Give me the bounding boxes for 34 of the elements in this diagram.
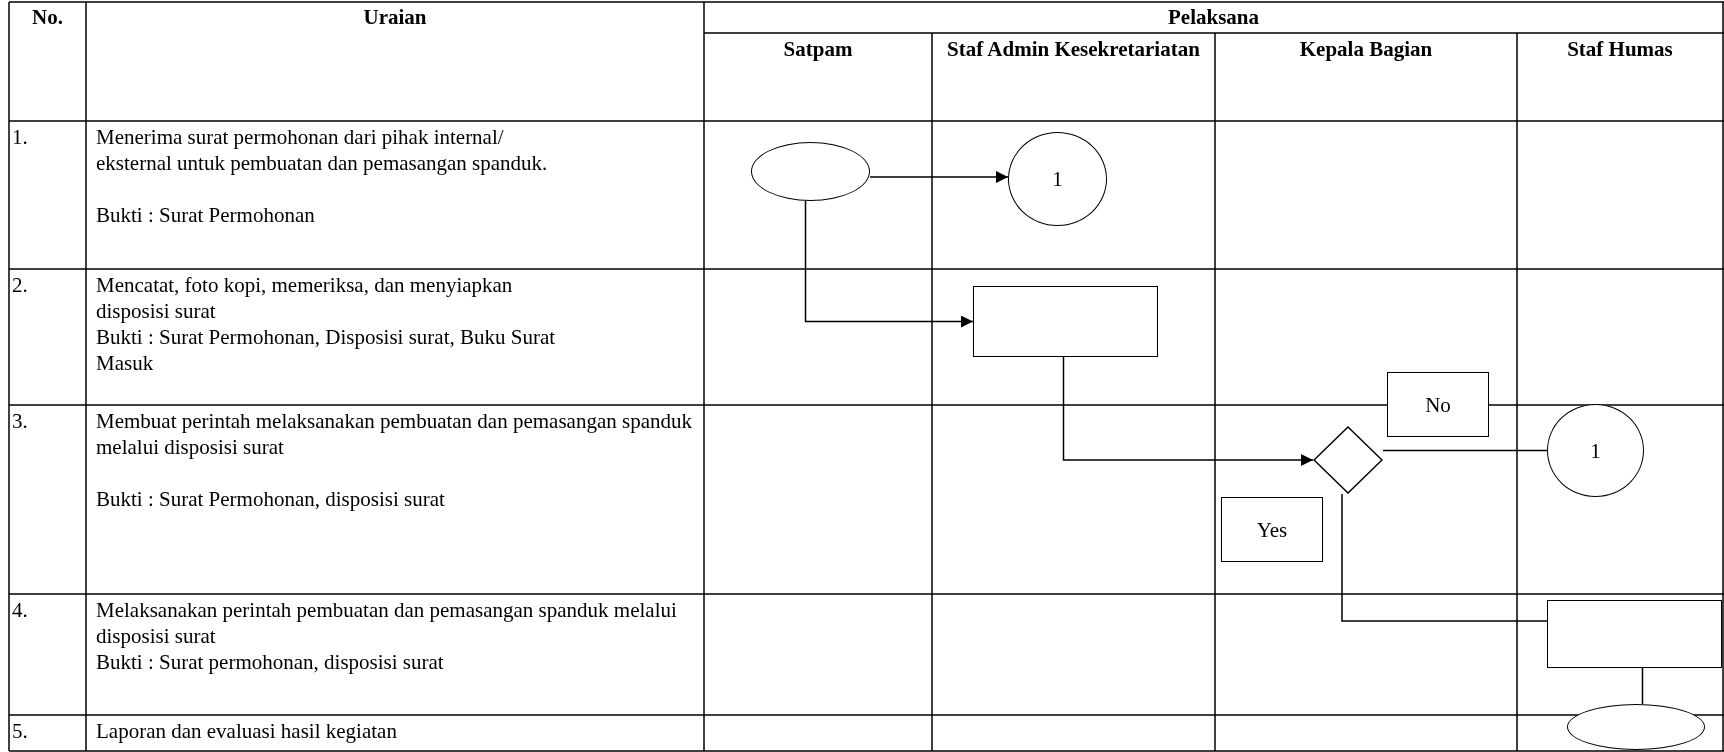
arrow xyxy=(869,171,1009,183)
connector-line xyxy=(1641,667,1644,705)
row-number: 5. xyxy=(12,718,28,744)
row-number: 1. xyxy=(12,124,28,150)
column-header: Staf Admin Kesekretariatan xyxy=(946,36,1201,62)
connector-line xyxy=(1382,449,1548,452)
process-box xyxy=(973,286,1158,357)
evidence-text: Bukti : Surat permohonan, disposisi surat xyxy=(96,649,445,675)
step-description: Membuat perintah melaksanakan pembuatan dan pemasangan spanduk melalui disposisi surat xyxy=(96,408,693,460)
evidence-text: Bukti : Surat Permohonan xyxy=(96,202,316,228)
edge-label: Yes xyxy=(1221,497,1323,562)
arrow xyxy=(804,200,974,328)
decision-diamond xyxy=(1313,426,1383,494)
connector-circle: 1 xyxy=(1547,404,1644,497)
evidence-text: Bukti : Surat Permohonan, disposisi surat xyxy=(96,486,446,512)
connector-circle: 1 xyxy=(1008,132,1107,226)
connector-line xyxy=(1341,493,1548,622)
column-header: Uraian xyxy=(362,4,428,30)
row-number: 3. xyxy=(12,408,28,434)
edge-label: No xyxy=(1387,372,1489,437)
evidence-text: Bukti : Surat Permohonan, Disposisi surat, Buku Surat Masuk xyxy=(96,324,556,376)
arrow xyxy=(1062,356,1314,466)
step-description: Melaksanakan perintah pembuatan dan pemasangan spanduk melalui disposisi surat xyxy=(96,597,678,649)
column-header: No. xyxy=(31,4,64,30)
column-header: Pelaksana xyxy=(1167,4,1260,30)
step-description: Laporan dan evaluasi hasil kegiatan xyxy=(96,718,398,744)
row-number: 4. xyxy=(12,597,28,623)
process-box xyxy=(1547,600,1722,668)
column-header: Kepala Bagian xyxy=(1298,36,1434,62)
column-header: Staf Humas xyxy=(1566,36,1674,62)
column-header: Satpam xyxy=(782,36,854,62)
step-description: Mencatat, foto kopi, memeriksa, dan menyiapkan disposisi surat xyxy=(96,272,514,324)
step-description: Menerima surat permohonan dari pihak internal/ eksternal untuk pembuatan dan pemasangan spanduk. xyxy=(96,124,549,176)
row-number: 2. xyxy=(12,272,28,298)
